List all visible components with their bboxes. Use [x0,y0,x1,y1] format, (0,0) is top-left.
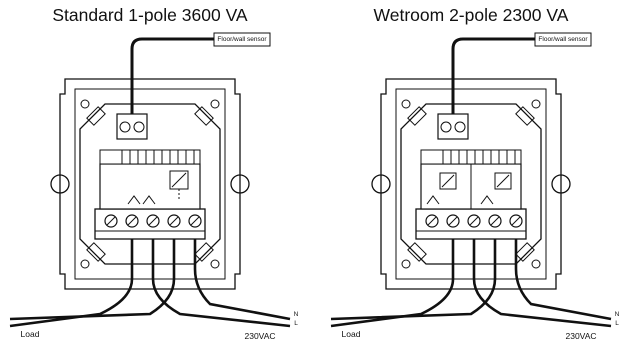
load-label: Load [342,329,361,339]
sensor-connector [420,113,522,165]
relay-module [99,163,201,210]
mains-wires [330,239,612,328]
sensor-label: Floor/wall sensor [217,36,267,43]
panel-title: Wetroom 2-pole 2300 VA [374,5,569,25]
terminal-block: ⏚ [94,197,206,240]
mains-wires [9,239,291,328]
load-label: Load [21,329,40,339]
panel-title: Standard 1-pole 3600 VA [52,5,248,25]
neutral-label: N [294,311,299,318]
relay-modules [420,163,522,210]
sensor-wire [130,37,215,114]
sensor-label: Floor/wall sensor [538,36,588,43]
device-body [400,103,542,265]
mounting-frame [380,78,562,290]
device-body [79,103,221,265]
screw-hole [50,174,70,194]
supply-label: 230VAC [565,331,596,341]
live-label: L [615,320,619,327]
mounting-frame [59,78,241,290]
terminal-block: ⏚ [415,197,527,240]
screw-hole [230,174,250,194]
live-label: L [294,320,298,327]
wetroom-2-pole-panel: Wetroom 2-pole 2300 VA [330,5,620,341]
supply-label: 230VAC [244,331,275,341]
sensor-connector [99,113,201,165]
neutral-label: N [615,311,620,318]
sensor-wire [451,37,536,114]
standard-1-pole-panel: Standard 1-pole 3600 VA [9,5,299,341]
screw-hole [551,174,571,194]
screw-hole [371,174,391,194]
